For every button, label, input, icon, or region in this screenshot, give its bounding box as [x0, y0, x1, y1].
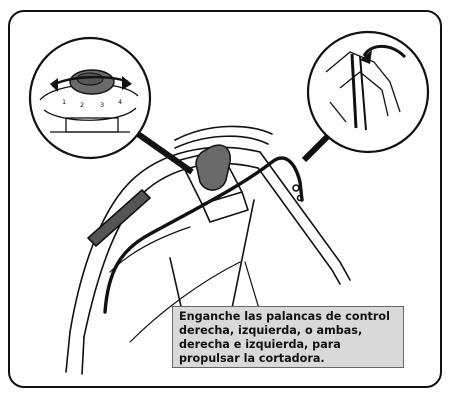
speed-dial-knob [195, 144, 231, 191]
dial-scale: 1 2 3 4 [62, 98, 122, 109]
caption-line-3: derecha e izquierda, para [179, 338, 341, 351]
caption-line-4: propulsar la cortadora. [179, 352, 325, 365]
caption-line-2: derecha, izquierda, o ambas, [179, 324, 363, 337]
mower-handle-illustration: 1 2 3 4 [28, 30, 430, 375]
inset-right [306, 30, 430, 154]
dial-scale-label-4: 4 [118, 98, 122, 106]
inset-left [28, 36, 152, 160]
dial-scale-label-1: 1 [62, 98, 66, 106]
caption-line-1: Enganche las palancas de control [179, 310, 390, 323]
dial-scale-label-3: 3 [100, 101, 104, 109]
dial-scale-label-2: 2 [80, 101, 84, 109]
instruction-caption: Enganche las palancas de control derecha… [172, 306, 404, 368]
